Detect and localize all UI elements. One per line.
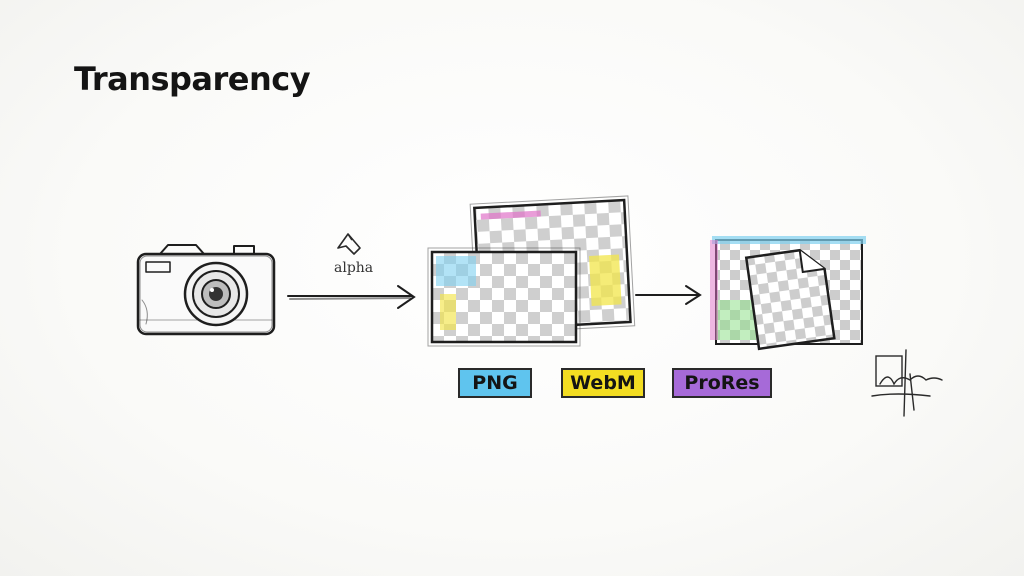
format-tag-webm: WebM [561,368,645,398]
signature-icon [871,349,943,417]
transparent-frames-icon [427,195,636,347]
alpha-label: alpha [334,260,374,276]
camera-icon [136,244,276,336]
alpha-shape-icon [337,233,361,255]
arrow-right-icon [635,285,702,305]
format-tag-prores: ProRes [672,368,772,398]
format-tag-png: PNG [458,368,532,398]
arrow-right-icon [287,285,416,309]
transparent-document-icon [710,236,866,351]
page-title: Transparency [74,60,311,98]
